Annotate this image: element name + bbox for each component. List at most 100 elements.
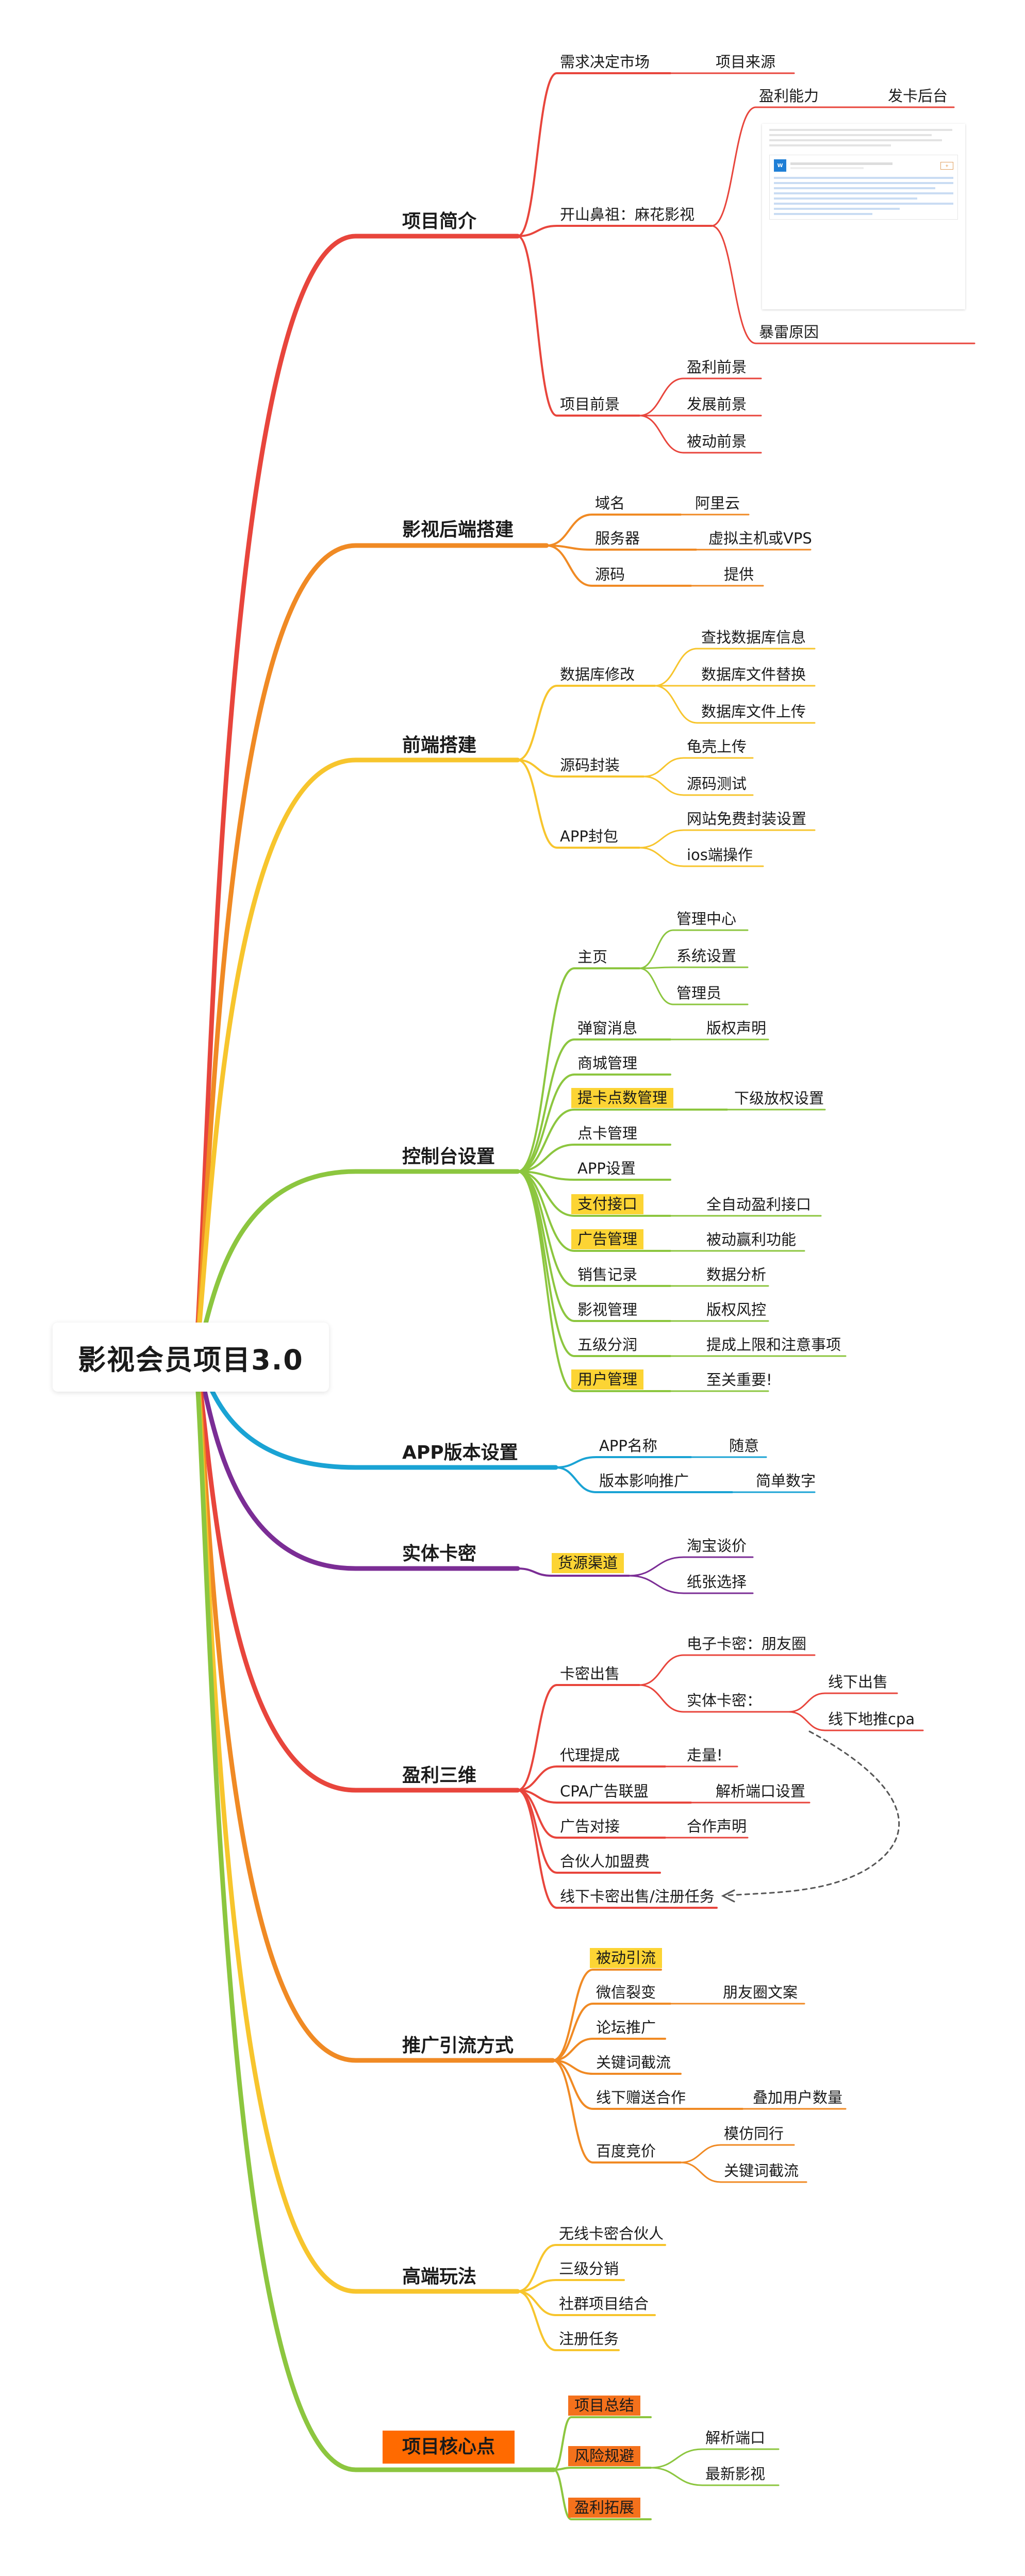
frontend-db-replace[interactable]: 数据库文件替换 [701, 666, 806, 683]
profit-sell[interactable]: 卡密出售 [560, 1665, 620, 1682]
profit-agent-value[interactable]: 走量! [687, 1746, 723, 1764]
promo-wechat[interactable]: 微信裂变 [596, 1984, 656, 2001]
profit-agent[interactable]: 代理提成 [560, 1746, 620, 1764]
intro-thunder-reason[interactable]: 暴雷原因 [759, 323, 819, 341]
console-sales[interactable]: 销售记录 [577, 1266, 638, 1283]
promo-gift[interactable]: 线下赠送合作 [596, 2089, 686, 2106]
profit-ecard[interactable]: 电子卡密：朋友圈 [687, 1635, 807, 1653]
adv-community[interactable]: 社群项目结合 [559, 2295, 649, 2313]
branch-card[interactable]: 实体卡密 [402, 1543, 477, 1564]
core-risk-film[interactable]: 最新影视 [705, 2465, 766, 2483]
core-risk[interactable]: 风险规避 [568, 2446, 641, 2466]
core-risk-port[interactable]: 解析端口 [705, 2429, 766, 2447]
card-supply[interactable]: 货源渠道 [552, 1553, 624, 1573]
branch-intro[interactable]: 项目简介 [402, 211, 477, 232]
app-version[interactable]: 版本影响推广 [599, 1472, 689, 1490]
console-film-value[interactable]: 版权风控 [706, 1301, 767, 1318]
adv-distribution[interactable]: 三级分销 [559, 2260, 619, 2277]
branch-advanced[interactable]: 高端玩法 [402, 2266, 477, 2287]
promo-wechat-value[interactable]: 朋友圈文案 [723, 1984, 798, 2001]
console-home-system[interactable]: 系统设置 [676, 947, 737, 965]
frontend-app-free[interactable]: 网站免费封装设置 [687, 810, 807, 828]
profit-offline-cpa[interactable]: 线下地推cpa [828, 1710, 915, 1728]
profit-pcard[interactable]: 实体卡密： [687, 1692, 762, 1709]
promo-gift-value[interactable]: 叠加用户数量 [753, 2089, 843, 2106]
profit-cpa-value[interactable]: 解析端口设置 [716, 1782, 806, 1800]
promo-baidu-imitate[interactable]: 模仿同行 [724, 2125, 784, 2142]
frontend-app-ios[interactable]: ios端操作 [687, 846, 753, 864]
profit-offline-register[interactable]: 线下卡密出售/注册任务 [560, 1888, 715, 1905]
backend-server-value[interactable]: 虚拟主机或VPS [708, 530, 812, 547]
frontend-pack-upload[interactable]: 龟壳上传 [687, 738, 747, 755]
app-version-value[interactable]: 简单数字 [756, 1472, 816, 1490]
intro-card-backend[interactable]: 发卡后台 [888, 87, 948, 105]
profit-partner[interactable]: 合伙人加盟费 [560, 1853, 650, 1870]
console-popup[interactable]: 弹窗消息 [577, 1019, 638, 1037]
profit-ads-dock[interactable]: 广告对接 [560, 1818, 620, 1835]
console-home-manager[interactable]: 管理员 [676, 984, 722, 1002]
branch-profit[interactable]: 盈利三维 [402, 1765, 477, 1786]
card-supply-taobao[interactable]: 淘宝谈价 [687, 1537, 747, 1555]
console-cardnum[interactable]: 提卡点数管理 [571, 1088, 674, 1108]
console-cardnum-value[interactable]: 下级放权设置 [734, 1089, 824, 1107]
profit-ads-dock-value[interactable]: 合作声明 [687, 1818, 747, 1835]
promo-baidu[interactable]: 百度竞价 [596, 2142, 656, 2160]
card-supply-paper[interactable]: 纸张选择 [687, 1573, 747, 1591]
intro-prospect-growth[interactable]: 发展前景 [687, 395, 747, 413]
frontend-db-find[interactable]: 查找数据库信息 [701, 629, 806, 646]
console-ads[interactable]: 广告管理 [571, 1229, 644, 1249]
adv-partner[interactable]: 无线卡密合伙人 [559, 2225, 664, 2242]
promo-forum[interactable]: 论坛推广 [596, 2019, 656, 2036]
app-name[interactable]: APP名称 [599, 1437, 657, 1455]
branch-backend[interactable]: 影视后端搭建 [402, 519, 514, 540]
console-mall[interactable]: 商城管理 [577, 1054, 638, 1072]
core-summary[interactable]: 项目总结 [568, 2396, 641, 2416]
console-five[interactable]: 五级分润 [577, 1336, 638, 1353]
intro-prospect[interactable]: 项目前景 [560, 395, 620, 413]
app-name-value[interactable]: 随意 [729, 1437, 759, 1455]
console-sales-value[interactable]: 数据分析 [706, 1266, 767, 1283]
intro-prospect-passive[interactable]: 被动前景 [687, 433, 747, 450]
branch-core[interactable]: 项目核心点 [383, 2431, 515, 2464]
console-points[interactable]: 点卡管理 [577, 1125, 638, 1142]
root-node[interactable]: 影视会员项目3.0 [53, 1323, 329, 1392]
adv-register[interactable]: 注册任务 [559, 2330, 619, 2348]
console-five-value[interactable]: 提成上限和注意事项 [706, 1336, 841, 1353]
console-pay[interactable]: 支付接口 [571, 1194, 644, 1214]
profit-cpa[interactable]: CPA广告联盟 [560, 1782, 649, 1800]
console-pay-value[interactable]: 全自动盈利接口 [706, 1196, 812, 1213]
backend-domain[interactable]: 域名 [595, 494, 625, 512]
backend-source-value[interactable]: 提供 [724, 566, 754, 583]
branch-console[interactable]: 控制台设置 [402, 1146, 495, 1167]
console-users[interactable]: 用户管理 [571, 1369, 644, 1390]
frontend-db[interactable]: 数据库修改 [560, 666, 635, 683]
backend-server[interactable]: 服务器 [595, 530, 640, 547]
intro-market[interactable]: 需求决定市场 [560, 53, 650, 71]
frontend-pack[interactable]: 源码封装 [560, 756, 620, 774]
frontend-db-upload[interactable]: 数据库文件上传 [701, 703, 806, 720]
console-film[interactable]: 影视管理 [577, 1301, 638, 1318]
intro-founder[interactable]: 开山鼻祖：麻花影视 [560, 206, 695, 223]
console-home-admin[interactable]: 管理中心 [676, 910, 737, 928]
console-ads-value[interactable]: 被动赢利功能 [706, 1231, 797, 1248]
frontend-pack-test[interactable]: 源码测试 [687, 775, 747, 792]
promo-keyword[interactable]: 关键词截流 [596, 2054, 671, 2071]
frontend-app[interactable]: APP封包 [560, 828, 618, 845]
core-expand[interactable]: 盈利拓展 [568, 2498, 641, 2518]
follow-button[interactable]: + [940, 161, 953, 170]
intro-market-source[interactable]: 项目来源 [716, 53, 776, 71]
console-popup-value[interactable]: 版权声明 [706, 1019, 767, 1037]
branch-promo[interactable]: 推广引流方式 [402, 2035, 514, 2056]
console-home[interactable]: 主页 [577, 948, 608, 966]
backend-source[interactable]: 源码 [595, 566, 625, 583]
console-appset[interactable]: APP设置 [577, 1160, 636, 1177]
profit-offline-sale[interactable]: 线下出售 [828, 1673, 888, 1691]
intro-profit-ability[interactable]: 盈利能力 [759, 87, 819, 105]
branch-frontend[interactable]: 前端搭建 [402, 735, 477, 756]
promo-passive[interactable]: 被动引流 [590, 1948, 663, 1968]
backend-domain-value[interactable]: 阿里云 [695, 494, 740, 512]
console-users-value[interactable]: 至关重要! [706, 1371, 772, 1389]
intro-prospect-profit[interactable]: 盈利前景 [687, 358, 747, 376]
promo-baidu-keyword[interactable]: 关键词截流 [724, 2162, 799, 2179]
branch-app[interactable]: APP版本设置 [402, 1442, 518, 1463]
